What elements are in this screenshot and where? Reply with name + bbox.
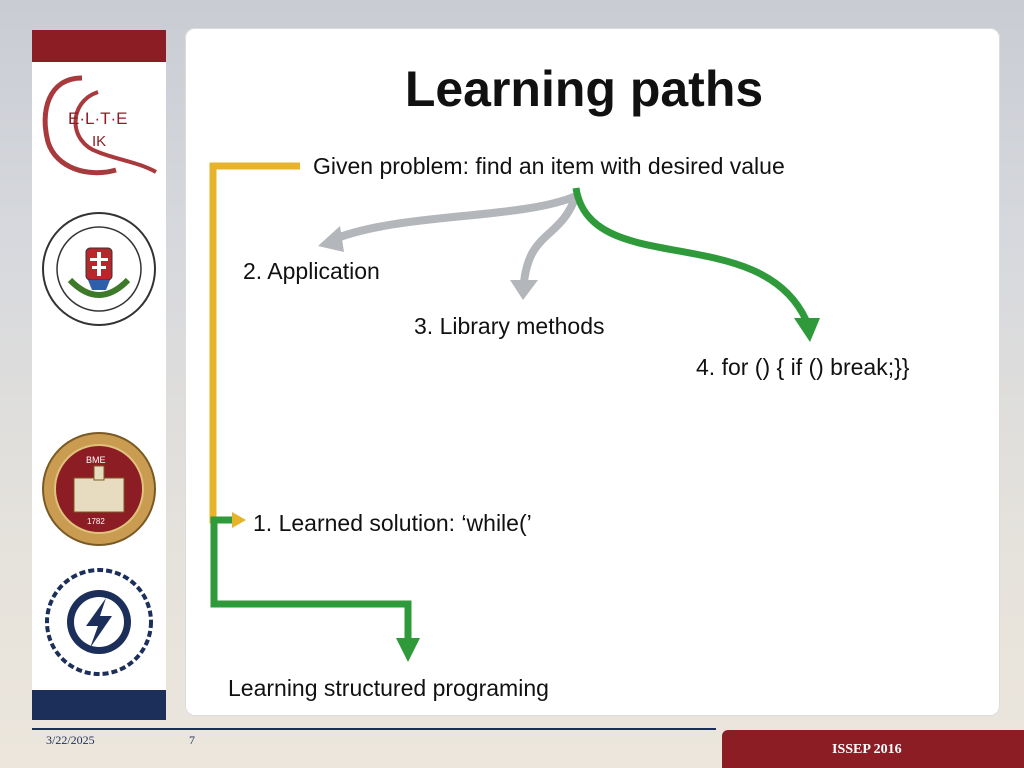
svg-text:BME: BME xyxy=(86,455,106,465)
bme-seal-logo: BME 1782 xyxy=(42,432,156,546)
svg-text:E·L·T·E: E·L·T·E xyxy=(68,109,128,128)
slide-title: Learning paths xyxy=(404,61,764,117)
svg-text:1782: 1782 xyxy=(87,517,105,526)
green-path-line xyxy=(210,516,412,640)
green-arrowhead-for xyxy=(794,318,820,342)
option-learned-solution-label: 1. Learned solution: ‘while(’ xyxy=(253,510,532,536)
gray-arrowhead-application xyxy=(318,226,344,252)
problem-label: Given problem: find an item with desired… xyxy=(313,153,785,179)
gray-arrowhead-library xyxy=(510,280,538,300)
elte-seal-logo xyxy=(42,212,156,326)
svg-text:IK: IK xyxy=(92,133,106,150)
conclusion-label: Learning structured programing xyxy=(228,675,549,701)
yellow-path-line xyxy=(209,162,300,524)
elte-ik-logo: E·L·T·E IK xyxy=(42,75,157,176)
footer-line xyxy=(32,728,716,730)
gray-arrow-application xyxy=(330,192,578,244)
bme-faculty-logo xyxy=(45,568,153,676)
conference-name: ISSEP 2016 xyxy=(832,742,902,757)
option-for-loop-label: 4. for () { if () break;}} xyxy=(696,354,910,380)
footer-page-number: 7 xyxy=(189,733,195,747)
green-path-arrowhead xyxy=(396,638,420,662)
sidebar-top-bar xyxy=(32,30,166,62)
option-library-label: 3. Library methods xyxy=(414,313,605,339)
sidebar-bottom-bar xyxy=(32,690,166,720)
green-arrow-for xyxy=(572,187,810,322)
footer-conference-badge: ISSEP 2016 xyxy=(722,730,1024,768)
gray-arrow-library xyxy=(520,194,580,283)
option-application-label: 2. Application xyxy=(243,258,380,284)
footer-date: 3/22/2025 xyxy=(46,733,95,747)
logo-sidebar: E·L·T·E IK BME 1782 xyxy=(32,30,166,720)
yellow-path-arrowhead xyxy=(232,512,246,528)
